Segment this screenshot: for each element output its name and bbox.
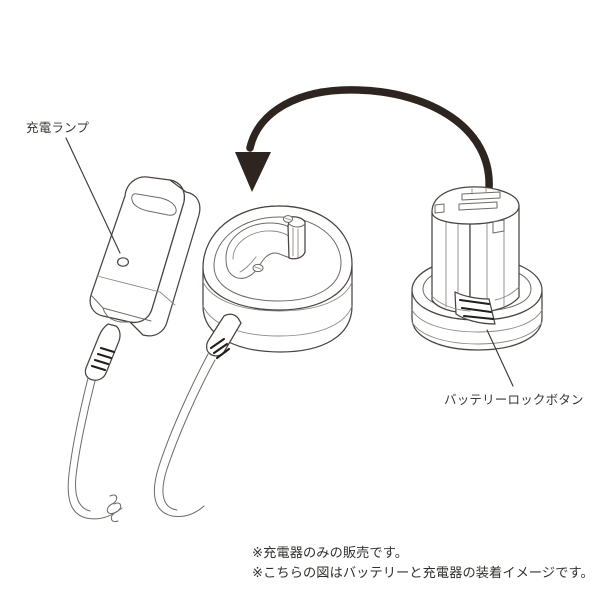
- footnotes: ※充電器のみの販売です。 ※こちらの図はバッテリーと充電器の装着イメージです。: [252, 544, 596, 585]
- battery-pack-assembly: [411, 186, 543, 351]
- battery-lock-button: [454, 291, 496, 325]
- charger-cradle: [106, 205, 353, 523]
- leader-battery-lock: [486, 329, 514, 387]
- mounting-direction-arrow: [235, 86, 493, 192]
- footnote-line-1: ※充電器のみの販売です。: [252, 546, 408, 561]
- ac-adapter-led: [116, 257, 129, 267]
- callout-label-battery-lock: バッテリーロックボタン: [444, 392, 584, 407]
- leader-lines: [65, 137, 514, 387]
- leader-charge-lamp: [65, 137, 121, 254]
- footnote-line-2: ※こちらの図はバッテリーと充電器の装着イメージです。: [252, 566, 594, 582]
- ac-adapter: [67, 176, 201, 520]
- callout-label-charge-lamp: 充電ランプ: [26, 120, 90, 135]
